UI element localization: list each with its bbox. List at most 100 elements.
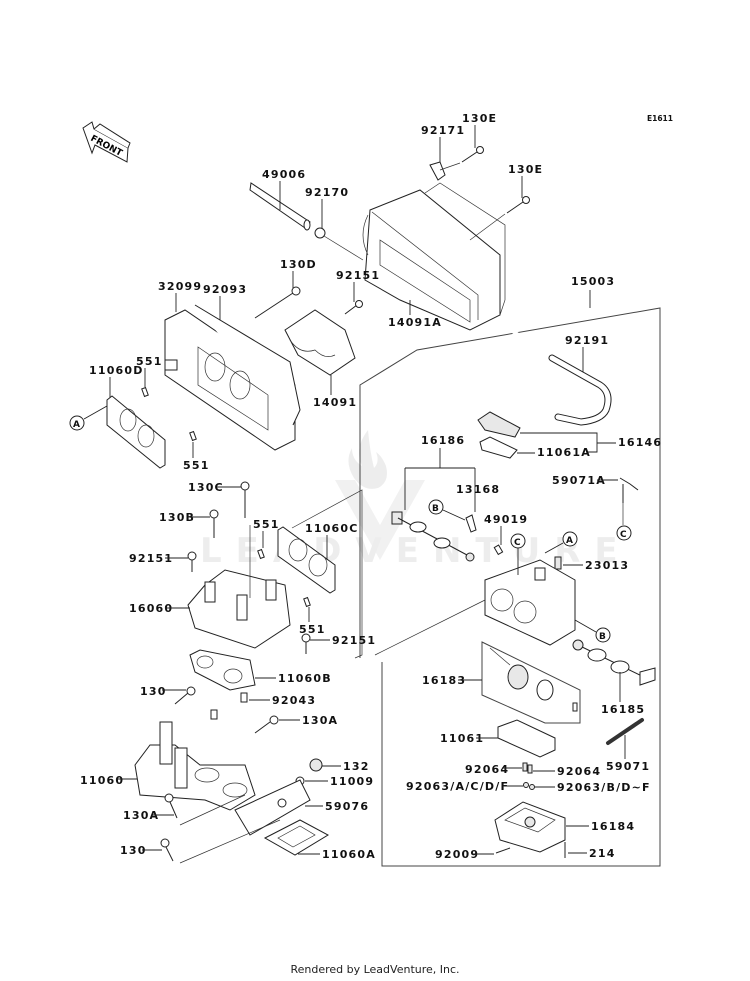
- clamp-92170: [314, 227, 364, 261]
- label-92171: 92171: [421, 124, 465, 162]
- svg-text:14091A: 14091A: [388, 316, 442, 329]
- label-59071: 59071: [606, 735, 649, 773]
- label-11060C: 11060C: [305, 522, 359, 560]
- label-92191: 92191: [565, 334, 609, 372]
- label-16060: 16060: [129, 602, 190, 615]
- svg-text:11060: 11060: [80, 774, 124, 787]
- reed-valve-59076: [234, 779, 311, 836]
- label-551-c: 551: [253, 518, 280, 548]
- svg-text:11061: 11061: [440, 732, 484, 745]
- gasket-11060A: [263, 819, 330, 856]
- label-130A-a: 130A: [279, 714, 337, 727]
- svg-text:16060: 16060: [129, 602, 173, 615]
- svg-text:130: 130: [120, 844, 147, 857]
- bolt-130D: [254, 286, 301, 319]
- jet-59071: [606, 718, 644, 745]
- svg-text:16184: 16184: [591, 820, 635, 833]
- label-11060D: 11060D: [89, 364, 144, 398]
- svg-text:11060C: 11060C: [305, 522, 359, 535]
- svg-text:11060B: 11060B: [278, 672, 332, 685]
- svg-text:C: C: [620, 530, 627, 540]
- float-box: [481, 641, 581, 724]
- label-92093: 92093: [203, 283, 247, 320]
- svg-text:11061A: 11061A: [537, 446, 591, 459]
- bolt-130A-a: [254, 715, 279, 734]
- callout-A-left: A: [69, 405, 108, 431]
- label-130-a: 130: [140, 685, 186, 698]
- svg-text:16185: 16185: [601, 703, 645, 716]
- svg-text:130: 130: [140, 685, 167, 698]
- label-16186: 16186: [404, 434, 476, 512]
- svg-text:92191: 92191: [565, 334, 609, 347]
- svg-text:92043: 92043: [272, 694, 316, 707]
- svg-text:11060D: 11060D: [89, 364, 144, 377]
- label-551-a: 551: [136, 355, 163, 387]
- carburetor-body: [374, 559, 576, 656]
- label-551-b: 551: [183, 442, 208, 472]
- svg-text:92064: 92064: [465, 763, 509, 776]
- label-130C: 130C: [188, 481, 241, 494]
- svg-text:130D: 130D: [280, 258, 317, 271]
- label-92151-top: 92151: [336, 269, 379, 302]
- label-92063-right: 92063/B/D~F: [535, 781, 651, 794]
- svg-text:92171: 92171: [421, 124, 465, 137]
- carburetor-holder-16060: [187, 525, 291, 649]
- svg-text:130B: 130B: [159, 511, 195, 524]
- svg-text:92093: 92093: [203, 283, 247, 296]
- svg-text:59071A: 59071A: [552, 474, 606, 487]
- label-14091A: 14091A: [388, 300, 442, 329]
- label-11060A: 11060A: [298, 848, 375, 861]
- label-14091: 14091: [313, 375, 356, 409]
- dowel-551-a: [141, 386, 149, 398]
- label-92170: 92170: [305, 186, 348, 228]
- svg-text:92151: 92151: [129, 552, 173, 565]
- gasket-11060B: [189, 649, 256, 691]
- label-551-d: 551: [299, 607, 324, 636]
- bolt-130-b: [160, 838, 174, 862]
- screw-92009: [495, 847, 511, 854]
- label-13168: 13168: [456, 483, 500, 496]
- bolt-130C: [240, 481, 250, 518]
- bolt-92151-mid: [187, 551, 197, 572]
- air-cleaner-housing-14091A: [362, 182, 506, 331]
- svg-text:214: 214: [589, 847, 616, 860]
- svg-text:16186: 16186: [421, 434, 465, 447]
- cover-16146: [477, 411, 521, 438]
- dowel-551-b: [189, 430, 197, 442]
- svg-text:130A: 130A: [123, 809, 159, 822]
- label-92043: 92043: [249, 694, 316, 707]
- callout-A-carb: A: [544, 531, 578, 554]
- dowel: [210, 709, 218, 720]
- svg-text:92063/B/D~F: 92063/B/D~F: [557, 781, 651, 794]
- svg-text:A: A: [73, 420, 80, 430]
- svg-text:B: B: [432, 504, 439, 514]
- svg-text:59076: 59076: [325, 800, 369, 813]
- label-130D: 130D: [280, 258, 317, 288]
- clamp-92171: [429, 161, 446, 181]
- choke-shaft-16186: [391, 511, 475, 562]
- gasket-11061: [497, 719, 556, 758]
- svg-text:551: 551: [136, 355, 163, 368]
- carburetor-assembly-box: [359, 307, 661, 867]
- throttle-shaft-16185: [572, 639, 656, 686]
- intake-manifold-11060: [134, 721, 256, 811]
- screw-23013: [554, 556, 562, 570]
- bolt-130A-b: [164, 793, 178, 819]
- svg-text:13168: 13168: [456, 483, 500, 496]
- label-132: 132: [322, 760, 368, 773]
- gasket-11060C-bracket: [291, 489, 363, 659]
- label-16146: 16146: [520, 432, 661, 453]
- manifold-leader-2: [179, 819, 281, 864]
- gasket-11060C: [277, 526, 336, 594]
- dowel-551-c: [257, 548, 265, 560]
- svg-text:130C: 130C: [188, 481, 224, 494]
- main-jet-92064: [522, 762, 533, 774]
- label-92064-b: 92064: [533, 765, 600, 778]
- label-11009: 11009: [305, 775, 373, 788]
- callout-B-carb: B: [574, 619, 611, 643]
- svg-text:130E: 130E: [462, 112, 497, 125]
- svg-text:92063/A/C/D/F: 92063/A/C/D/F: [406, 780, 509, 793]
- svg-text:16183: 16183: [422, 674, 466, 687]
- svg-text:130E: 130E: [508, 163, 543, 176]
- svg-text:551: 551: [253, 518, 280, 531]
